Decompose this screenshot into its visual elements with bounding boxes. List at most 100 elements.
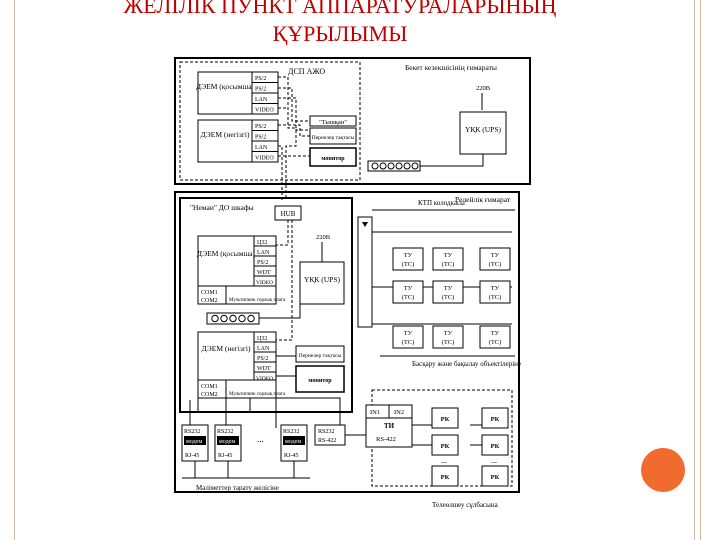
ktp-label: КТП колодкасы xyxy=(418,199,465,207)
hub-label: HUB xyxy=(281,210,296,218)
data-network-label: Мәліметтер тарату желісіне xyxy=(196,484,279,492)
multiport-board xyxy=(225,285,277,305)
bottom-pc-main-ports: Ц32 LAN PS/2 WDT VIDEO xyxy=(253,331,277,383)
svg-text:RJ-45: RJ-45 xyxy=(284,453,298,459)
relay-building-frame xyxy=(174,191,520,493)
svg-text:(ТС): (ТС) xyxy=(402,294,415,301)
svg-text:(ТС): (ТС) xyxy=(489,261,502,268)
slide-title-line2: ҚҰРЫЛЫМЫ xyxy=(272,21,408,46)
rk-ellipsis-2: ... xyxy=(491,456,497,465)
bottom-keyboard xyxy=(295,345,345,363)
svg-text:ТУ: ТУ xyxy=(404,330,413,337)
svg-text:(ТС): (ТС) xyxy=(402,261,415,268)
port: PS/2 xyxy=(257,356,268,362)
port: PS/2 xyxy=(255,76,266,82)
svg-text:ТУ: ТУ xyxy=(444,285,453,292)
ktp-terminal xyxy=(357,216,373,328)
svg-text:ТУ: ТУ xyxy=(491,330,500,337)
port: WDT xyxy=(257,270,271,276)
in2-label: IN2 xyxy=(394,409,404,416)
svg-text:ТУ: ТУ xyxy=(444,252,453,259)
bottom-pc-reserve xyxy=(197,235,255,287)
svg-text:RS-422: RS-422 xyxy=(318,438,336,444)
port: LAN xyxy=(255,97,268,103)
port: VIDEO xyxy=(255,156,274,162)
port: VIDEO xyxy=(256,376,273,382)
top-building-frame xyxy=(174,57,531,185)
top-mouse xyxy=(309,115,357,127)
svg-text:ТУ: ТУ xyxy=(491,285,500,292)
svg-text:(ТС): (ТС) xyxy=(489,294,502,301)
svg-text:РК: РК xyxy=(441,474,450,481)
port: PS/2 xyxy=(255,135,266,141)
rk-grid: РК РК РК РК РК РК xyxy=(431,407,509,487)
svg-text:ТУ: ТУ xyxy=(491,252,500,259)
bottom-monitor xyxy=(295,365,345,393)
bottom-ups xyxy=(299,261,345,305)
svg-text:RS232: RS232 xyxy=(318,429,334,435)
relay-label: Релейлік ғимарат xyxy=(455,195,511,204)
slide-right-border xyxy=(684,0,720,540)
accent-circle xyxy=(641,448,685,492)
bottom-pc-main xyxy=(197,331,255,381)
svg-text:(ТС): (ТС) xyxy=(402,339,415,346)
svg-text:РК: РК xyxy=(441,416,450,423)
svg-text:модем: модем xyxy=(285,439,301,445)
tu-grid: ТУ (ТС) ТУ (ТС) ТУ (ТС) ТУ (ТС) ТУ (ТС) ТУ (ТС… xyxy=(392,247,511,349)
top-pc-main xyxy=(197,119,253,163)
svg-text:(ТС): (ТС) xyxy=(442,261,455,268)
bottom-keyboard-label: Пернелер тақтасы xyxy=(299,353,342,359)
top-pc-main-label: ДЭЕМ (негізгі) xyxy=(201,130,251,139)
svg-text:RS232: RS232 xyxy=(283,429,299,435)
signal-block-label: Телеөлшеу сұлбасына xyxy=(432,501,499,509)
bottom-pc-reserve-label: ДЭЕМ (қосымша) xyxy=(197,249,256,258)
svg-text:модем: модем xyxy=(186,439,202,445)
top-keyboard-label: Пернелер тақтасы xyxy=(312,135,355,141)
port: VIDEO xyxy=(255,108,274,114)
com1: COM1 xyxy=(201,290,218,296)
top-monitor xyxy=(309,147,357,167)
top-pc-reserve-ports: PS/2 PS/2 LAN VIDEO xyxy=(251,71,279,115)
port: LAN xyxy=(255,145,268,151)
modem-ellipsis: ... xyxy=(257,434,264,444)
svg-text:(ТС): (ТС) xyxy=(489,339,502,346)
svg-text:RS232: RS232 xyxy=(184,429,200,435)
multiport-label: Мультипинк сорлық плата xyxy=(229,298,286,303)
modem-group-1: RS232 модем RJ-45 xyxy=(181,424,209,462)
multiport-label-main: Мультипинк сорлық плата xyxy=(229,392,286,397)
modem-group-3: RS232 модем RJ-45 xyxy=(280,424,308,462)
top-pc-reserve xyxy=(197,71,253,115)
com2: COM2 xyxy=(201,298,218,304)
svg-text:ТУ: ТУ xyxy=(404,285,413,292)
port: VIDEO xyxy=(256,280,273,286)
port: WDT xyxy=(257,366,271,372)
port: Ц32 xyxy=(257,240,267,246)
svg-text:RJ-45: RJ-45 xyxy=(185,453,199,459)
svg-text:RJ-45: RJ-45 xyxy=(218,453,232,459)
cabinet-label: "Немаи" ДО шкафы xyxy=(190,203,254,212)
svg-text:модем: модем xyxy=(219,439,235,445)
top-pc-reserve-label: ДЭЕМ (қосымша) xyxy=(196,82,255,91)
building-label: Бекет кезекшісінің ғимараты xyxy=(405,63,497,72)
bottom-power-strip xyxy=(206,312,260,325)
top-voltage: 220В xyxy=(476,85,491,92)
modem-group-2: RS232 модем RJ-45 xyxy=(214,424,242,462)
slide-title-line1: ЖЕЛІЛІК ПУНКТ АППАРАТУРАЛАРЫНЫҢ xyxy=(123,0,557,18)
svg-text:РК: РК xyxy=(491,443,500,450)
port: Ц32 xyxy=(257,336,267,342)
rs422-converter: RS232 RS-422 xyxy=(314,424,346,446)
rk-ellipsis-1: ... xyxy=(441,456,447,465)
port: PS/2 xyxy=(255,124,266,130)
top-mouse-label: "Тышқан" xyxy=(319,119,347,126)
svg-text:RS232: RS232 xyxy=(217,429,233,435)
dsp-frame xyxy=(179,61,361,181)
top-power-strip xyxy=(367,160,421,172)
slide-left-border xyxy=(0,0,15,540)
bottom-pc-main-label: ДЭЕМ (негізгі) xyxy=(202,344,252,353)
port: LAN xyxy=(257,250,270,256)
top-monitor-label: монитор xyxy=(321,156,345,162)
bottom-pc-reserve-ports: Ц32 LAN PS/2 WDT VIDEO xyxy=(253,235,277,287)
svg-text:(ТС): (ТС) xyxy=(442,294,455,301)
port: LAN xyxy=(257,346,270,352)
